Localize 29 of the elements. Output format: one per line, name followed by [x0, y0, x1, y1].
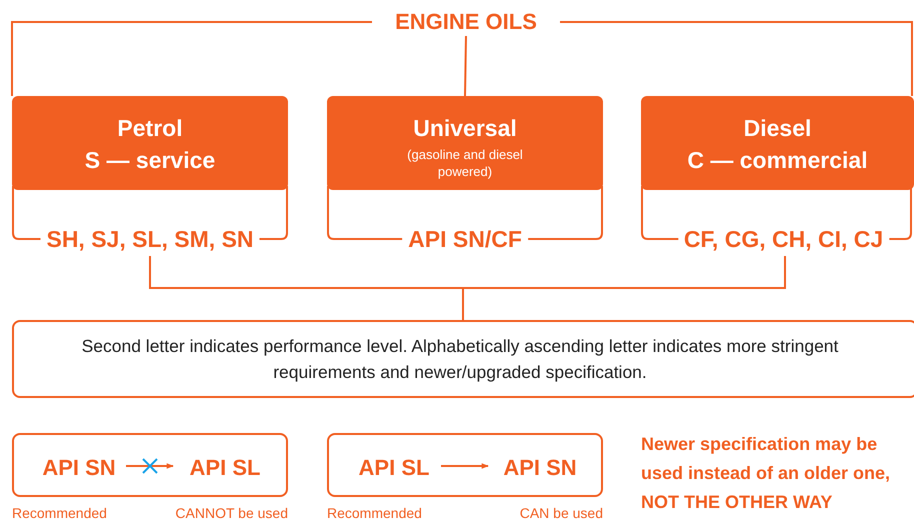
example-box: [327, 433, 603, 497]
category-title: Petrol: [116, 114, 184, 143]
note-text: Newer specification may be used instead of an older one, NOT THE OTHER WAY: [641, 433, 892, 514]
category-box: [641, 96, 914, 190]
spec-code: API SL: [358, 454, 430, 482]
category-box: [327, 96, 603, 190]
category-subtitle: C — commercial: [686, 146, 869, 175]
note-text: Second letter indicates performance level. Alphabetically ascending letter indicates more stringent requirements and newer/upgraded specification.: [80, 335, 840, 384]
example-box: [12, 433, 288, 497]
category-box: [12, 96, 288, 190]
title: ENGINE OILS: [395, 8, 537, 36]
spec-code: API SN: [42, 454, 116, 482]
category-subtitle: S — service: [84, 146, 216, 175]
usage-label: CANNOT be used: [175, 505, 288, 520]
usage-label: Recommended: [12, 505, 107, 520]
usage-label: CAN be used: [520, 505, 603, 520]
usage-label: Recommended: [327, 505, 422, 520]
connector-line: [560, 21, 913, 96]
connector-line: [464, 36, 467, 96]
spec-code: API SN: [503, 454, 577, 482]
arrow: [126, 463, 174, 469]
note-box: [12, 320, 914, 398]
category-title: Universal: [412, 114, 518, 143]
connector-line: [462, 256, 786, 320]
category-subtitle: (gasoline and diesel powered): [406, 146, 524, 180]
category-title: Diesel: [742, 114, 812, 143]
arrow: [441, 463, 489, 469]
spec-code: API SL: [190, 454, 260, 482]
connector-line: [11, 21, 372, 96]
